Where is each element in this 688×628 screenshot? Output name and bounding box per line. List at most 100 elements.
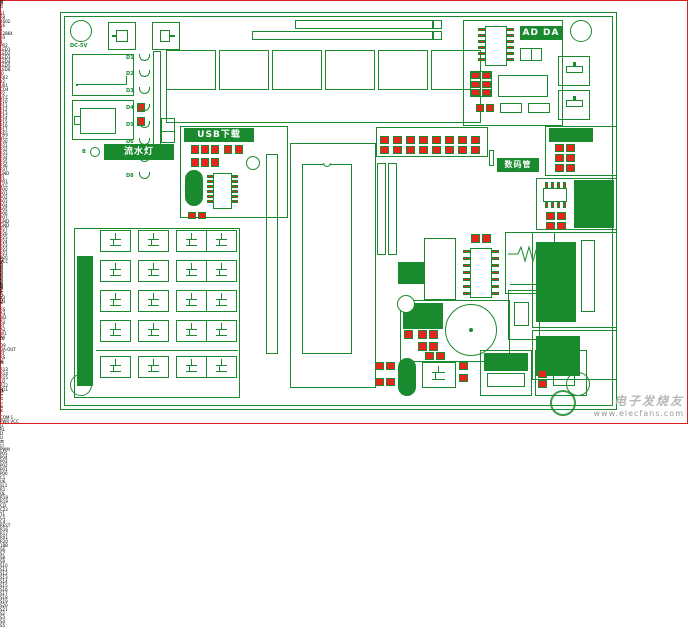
key-s3[interactable] (138, 356, 169, 378)
mcu-socket-frame (290, 143, 376, 388)
key-s13[interactable] (206, 260, 237, 282)
p2-pin-8: P17 (0, 127, 8, 132)
r14-pad-a (555, 154, 564, 162)
ic-u5-label: U2 (0, 379, 6, 384)
lcd1602-pin1-box (433, 20, 442, 29)
key-s21-sym-h2 (216, 335, 227, 336)
rx1-silk-patch (484, 353, 528, 371)
u3-pin-r6 (507, 58, 514, 61)
key-s7[interactable] (138, 230, 169, 252)
u6-pin-r2 (492, 257, 499, 260)
r19-pad-b (429, 342, 438, 351)
key-s19-sym-v1 (153, 323, 154, 329)
led2-label: LED2 (0, 51, 11, 56)
p1-header-body (377, 163, 386, 255)
r13-label: R13 (0, 367, 8, 372)
p1-pin-0: VCC (0, 183, 9, 188)
u6-pin-r1 (492, 250, 499, 253)
key-s4-sym-h2 (186, 371, 197, 372)
switch-s1-body (80, 108, 116, 134)
key-s2-sym-h1 (110, 365, 121, 366)
key-s13-sym-h1 (216, 269, 227, 270)
seg-jumper-pad-p21-b (393, 146, 402, 154)
u01-pin-r1 (232, 175, 238, 178)
key-s15[interactable] (138, 290, 169, 312)
r13-pad-b (566, 144, 575, 152)
ad-da-jumper-pad-4 (482, 81, 491, 88)
seg-jumper-frame (376, 127, 488, 157)
key-s6-sym-h1 (110, 239, 121, 240)
key-s19-sym-v2 (151, 330, 152, 335)
u3-pin-r3 (507, 40, 514, 43)
j2-header-body (581, 240, 595, 312)
key-s8-sym-v2 (189, 240, 190, 245)
pcb-board-outline (60, 12, 617, 410)
p1-pin-8: P07 (0, 215, 8, 220)
da-out-pad-a (476, 104, 484, 112)
cap-c5-usb (246, 156, 260, 170)
seg-jumper-pad-p25-a (445, 136, 454, 144)
ql-pad (404, 330, 413, 339)
ic-u6-body (470, 248, 492, 298)
ad-da-jumper-pad-3 (471, 81, 480, 88)
u6-pin-l3 (463, 264, 470, 267)
reset-button-body[interactable] (422, 362, 456, 388)
key-s13-sym-h2 (216, 275, 227, 276)
power-led-b (90, 147, 100, 157)
key-s17[interactable] (206, 290, 237, 312)
key-s17-sym-v2 (219, 300, 220, 305)
led2-header-box (219, 50, 269, 90)
right-block-u5-frame (536, 178, 617, 230)
j0-jumper-box2 (161, 131, 175, 143)
r02-label: R02 (0, 75, 8, 80)
p2-pin-14: P33 (0, 151, 8, 156)
key-s14[interactable] (100, 290, 131, 312)
p2-pin-5: P14 (0, 115, 8, 120)
key-s9[interactable] (206, 230, 237, 252)
u01-pin-r4 (232, 190, 238, 193)
p2-pin-12: P31 (0, 143, 8, 148)
ad-da-row-top-1: A3 (0, 311, 6, 316)
r12-pad-b (557, 212, 566, 220)
diode-d2-symbol (139, 70, 150, 77)
key-s7-sym-h2 (148, 245, 159, 246)
p1-pin-11: P27 (0, 227, 8, 232)
j4-block-inner (566, 66, 583, 73)
key-s4-sym-h1 (186, 365, 197, 366)
key-s6-sym-v2 (113, 240, 114, 245)
key-s10[interactable] (100, 260, 131, 282)
ic-u3-label: U3 (0, 299, 6, 304)
mounting-hole-top-right (570, 20, 592, 42)
diode-d3-symbol (139, 87, 150, 94)
key-s11[interactable] (138, 260, 169, 282)
u6-pin-r5 (492, 278, 499, 281)
key-s7-sym-h1 (148, 239, 159, 240)
key-s19[interactable] (138, 320, 169, 342)
u01-pin-l2 (207, 180, 213, 183)
watermark-url: www.elecfans.com (593, 409, 684, 418)
usb-pin-line-v (126, 76, 127, 85)
c5-pad-a (375, 362, 384, 370)
r15-pad-b (566, 164, 575, 172)
co4-pad-a (188, 212, 196, 219)
key-s21[interactable] (206, 320, 237, 342)
u6-pin-l4 (463, 271, 470, 274)
key-s18[interactable] (100, 320, 131, 342)
ad-da-jumper-pad-5 (471, 89, 480, 96)
usb-connector-outline (72, 54, 134, 96)
u5-pin-t4 (563, 182, 566, 188)
diode-d6-symbol (139, 138, 150, 145)
ic18b-body (553, 368, 575, 386)
j6-label: J6 (0, 359, 4, 364)
key-s14-sym-h2 (110, 305, 121, 306)
key-s7-sym-v2 (151, 240, 152, 245)
key-s2[interactable] (100, 356, 131, 378)
u01-pin-l1 (207, 175, 213, 178)
key-s5[interactable] (206, 356, 237, 378)
mcu-socket-body (302, 164, 352, 354)
jumper-block-2 (160, 30, 170, 42)
diode-d7-symbol (139, 155, 150, 162)
key-s6[interactable] (100, 230, 131, 252)
y3-label: Y3 (0, 295, 5, 300)
pr1-header-label: PR1 (0, 179, 8, 184)
